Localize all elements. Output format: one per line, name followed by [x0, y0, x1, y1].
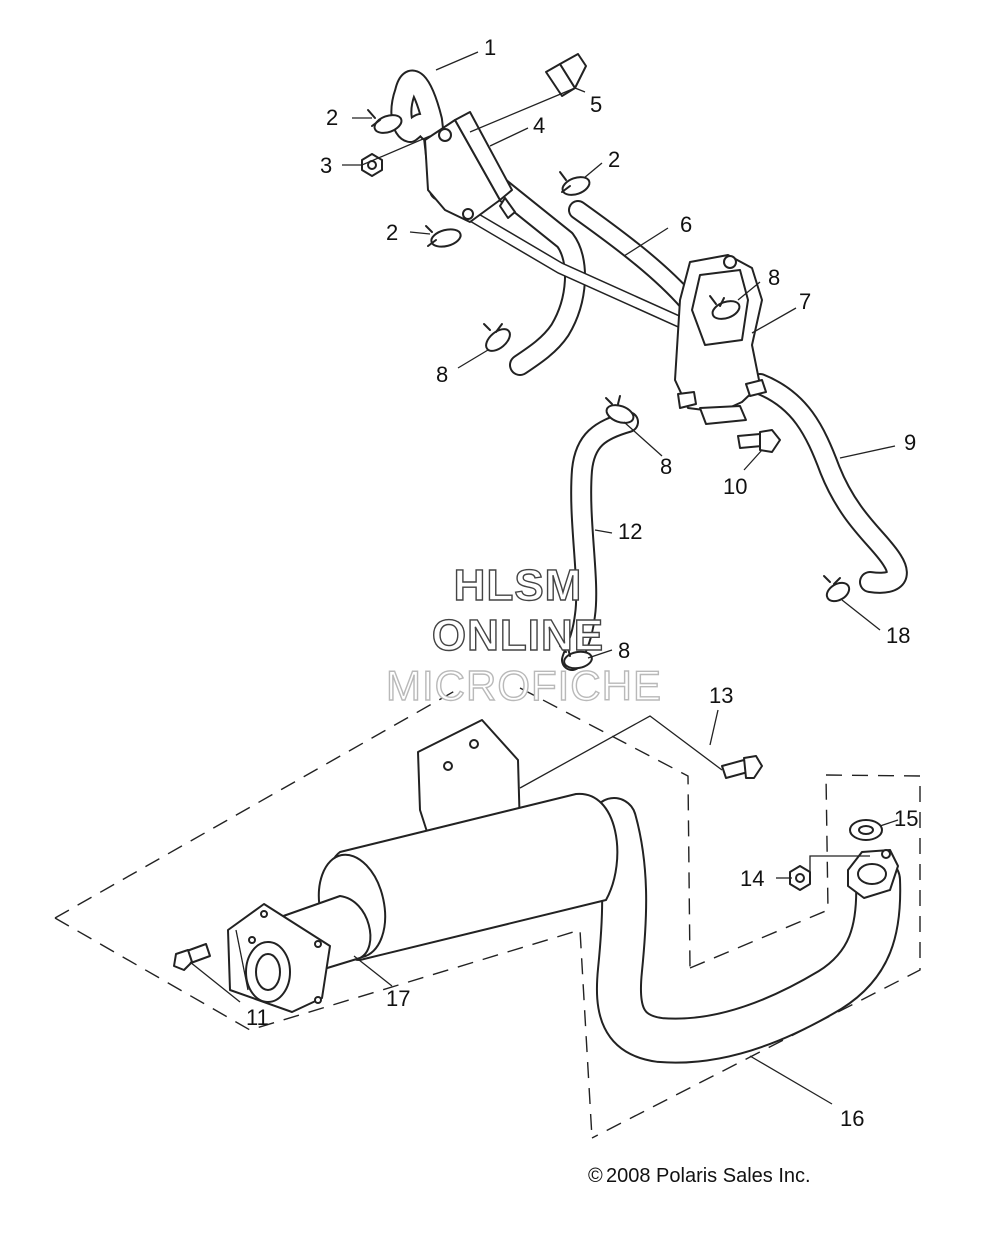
callout-14: 14 [740, 866, 764, 891]
nut-14 [789, 865, 811, 891]
leader-8c [623, 421, 663, 457]
clamp-2-upper [367, 109, 403, 134]
clamp-8-lower [559, 645, 593, 670]
callout-4: 4 [533, 113, 545, 138]
clamp-8-upper-left [483, 323, 511, 352]
leader-8a [457, 349, 489, 369]
leader-4 [489, 127, 529, 147]
watermark-line-2: ONLINE [432, 611, 604, 660]
callout-9: 9 [904, 430, 916, 455]
leader-12 [594, 529, 613, 534]
leader-3 [342, 135, 431, 166]
leader-16 [749, 1055, 833, 1105]
callout-8-middle: 8 [660, 454, 672, 479]
leader-11-b [235, 929, 249, 991]
callout-18: 18 [886, 623, 910, 648]
callout-8-upper-left: 8 [436, 362, 448, 387]
callout-17: 17 [386, 986, 410, 1011]
clamps [367, 109, 851, 670]
muffler-assembly-outline [54, 917, 593, 1139]
leader-7 [751, 307, 797, 334]
header-pipe-16 [591, 797, 902, 1064]
leader-10 [743, 449, 763, 471]
callout-2-upper: 2 [326, 105, 338, 130]
clamp-2-lower [425, 225, 462, 248]
bolt-11 [173, 943, 211, 971]
clamp-8-middle [605, 395, 635, 424]
assembly-outlines [54, 687, 921, 1139]
leader-11 [189, 961, 241, 1003]
muffler-assembly-outline-right [519, 687, 691, 969]
callout-8-lower: 8 [618, 638, 630, 663]
leader-17 [353, 955, 393, 987]
valve-7 [674, 254, 767, 425]
leader-1 [435, 51, 479, 71]
callout-11: 11 [246, 1005, 269, 1030]
copyright-text: 2008 Polaris Sales Inc. [606, 1165, 811, 1187]
watermark: HLSM ONLINE MICROFICHE [385, 560, 662, 709]
leader-18 [841, 599, 881, 631]
nut-3 [361, 153, 383, 177]
callout-2-lower: 2 [386, 220, 398, 245]
clamp-18 [823, 575, 851, 603]
leader-13 [709, 709, 719, 746]
leader-2b [583, 162, 603, 179]
leader-6 [623, 227, 669, 257]
leader-13-target [519, 715, 723, 789]
leader-2c [409, 231, 431, 235]
leader-14-target [809, 855, 870, 878]
callout-1: 1 [484, 35, 496, 60]
hose-6 [568, 200, 698, 312]
hose-9 [749, 373, 908, 594]
callout-2-right: 2 [608, 147, 620, 172]
callout-15: 15 [894, 806, 918, 831]
gasket-15 [849, 819, 883, 841]
canister-4 [424, 111, 516, 223]
header-pipe-inner-outline [689, 774, 829, 969]
callout-10: 10 [723, 474, 747, 499]
copyright-symbol: © [588, 1165, 603, 1187]
copyright-notice: © 2008 Polaris Sales Inc. [588, 1165, 811, 1187]
watermark-line-1: HLSM [454, 561, 583, 610]
callout-13: 13 [709, 683, 733, 708]
callout-8-upper-right: 8 [768, 265, 780, 290]
muffler-17 [227, 719, 619, 1013]
hose-1 [390, 69, 587, 376]
leader-8b [737, 281, 761, 301]
bolt-10 [737, 429, 781, 453]
callout-6: 6 [680, 212, 692, 237]
callout-16: 16 [840, 1106, 864, 1131]
leader-lines [189, 51, 899, 1105]
tube-connector [464, 209, 726, 346]
callout-labels: 1 2 3 4 5 2 2 6 8 7 8 9 8 10 12 18 8 13 … [246, 35, 918, 1131]
clamp-8-upper-right [709, 295, 741, 320]
leader-5 [469, 87, 586, 133]
leader-8d [587, 649, 613, 659]
clamp-2-right [559, 171, 591, 196]
watermark-line-3: MICROFICHE [386, 662, 662, 709]
hose-12 [561, 411, 639, 671]
bolt-13 [721, 755, 763, 779]
leader-9 [839, 445, 896, 459]
header-pipe-assembly-outline [591, 774, 921, 1139]
callout-12: 12 [618, 519, 642, 544]
leader-15 [879, 819, 899, 827]
callout-5: 5 [590, 92, 602, 117]
callout-7: 7 [799, 289, 811, 314]
callout-3: 3 [320, 153, 332, 178]
